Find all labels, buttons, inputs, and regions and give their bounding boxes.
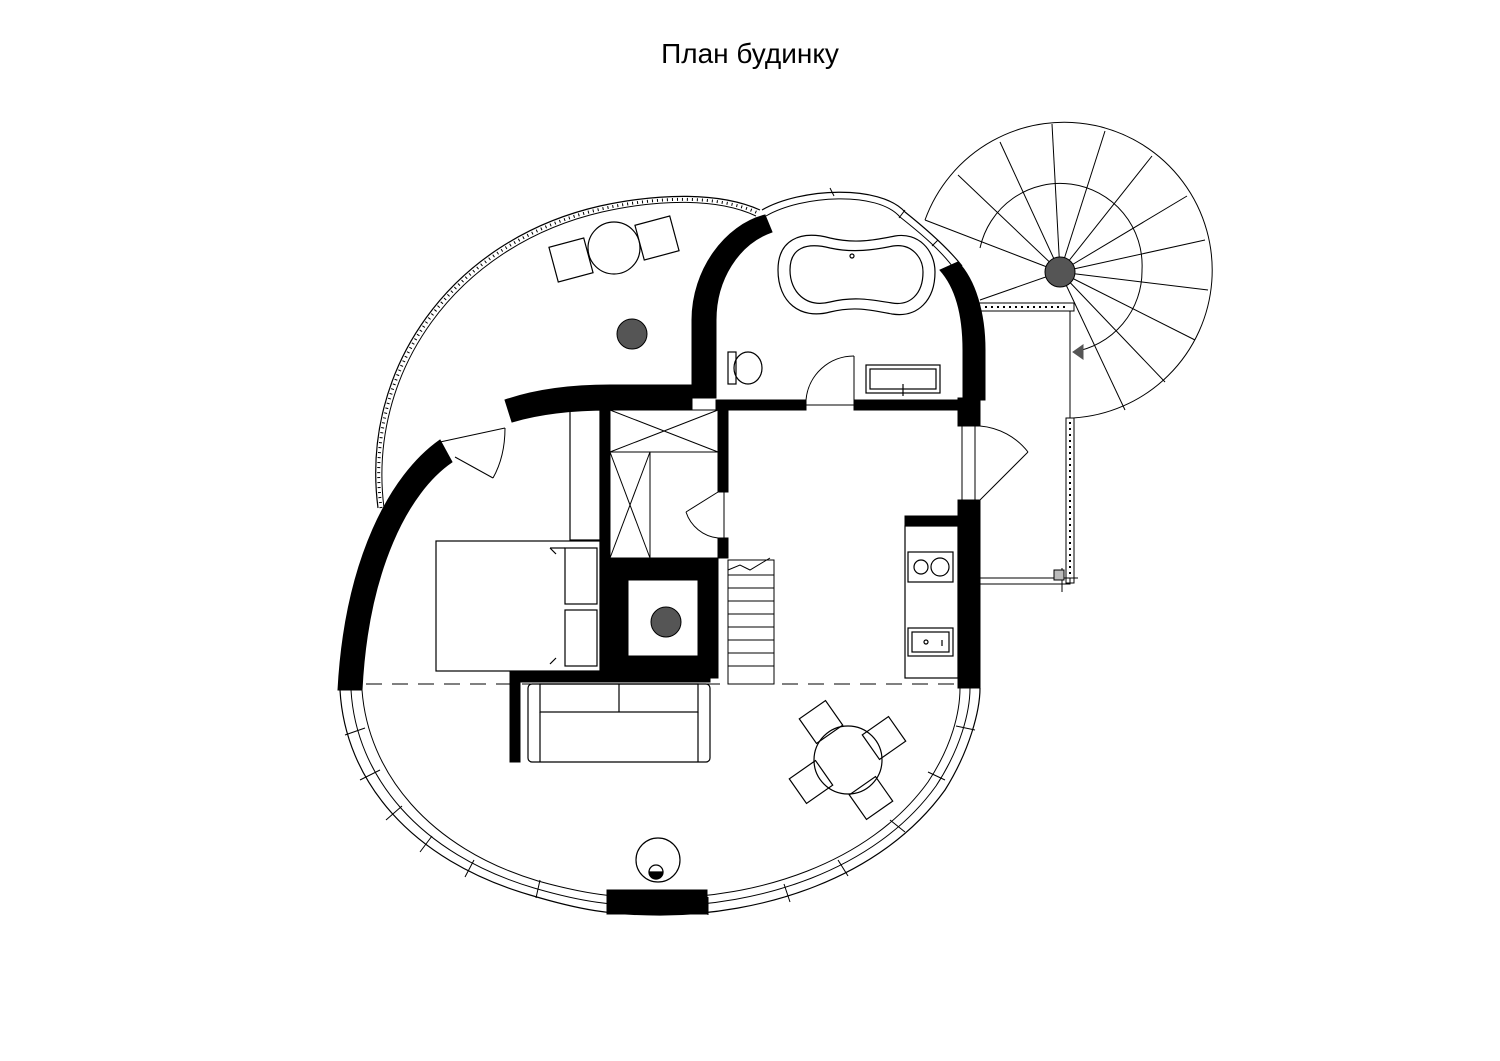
terrace-table bbox=[587, 221, 641, 275]
door-core bbox=[685, 491, 728, 539]
bathroom-floor-wall-right bbox=[853, 399, 965, 411]
glazing-inner bbox=[361, 687, 961, 899]
bed bbox=[435, 540, 601, 672]
bathtub-outer bbox=[777, 234, 936, 316]
spiral-stair-column bbox=[1044, 256, 1076, 288]
door-bathroom bbox=[805, 355, 855, 410]
dining-chair-3 bbox=[788, 759, 834, 805]
plan-title: План будинку bbox=[661, 38, 839, 69]
dining-chair-1 bbox=[798, 699, 844, 745]
terrace-rail-hatch bbox=[377, 197, 759, 509]
kitchen-wall-right bbox=[957, 499, 981, 689]
toilet bbox=[727, 351, 763, 385]
closet-lower bbox=[609, 451, 718, 559]
cooktop bbox=[907, 551, 954, 583]
partition-living-top bbox=[509, 671, 711, 683]
bedroom-wall-top bbox=[504, 384, 693, 423]
terrace-rail-inner bbox=[381, 201, 757, 509]
storage-and-stairs bbox=[609, 409, 775, 685]
bathtub-inner bbox=[789, 245, 924, 305]
terrace-chair-right bbox=[634, 215, 680, 261]
wardrobe bbox=[569, 409, 601, 541]
fireplace bbox=[635, 837, 681, 883]
living-furniture bbox=[527, 683, 907, 883]
bathroom-wall-right bbox=[939, 261, 986, 401]
sofa bbox=[527, 683, 711, 763]
bathtub-drain bbox=[849, 253, 855, 259]
balcony bbox=[977, 302, 1078, 592]
kitchen bbox=[904, 525, 959, 679]
bedroom-wall-left bbox=[337, 439, 453, 691]
chimney-column bbox=[650, 606, 682, 638]
living-room-glazing bbox=[339, 687, 981, 916]
core-wall-right bbox=[717, 405, 729, 493]
interior-stair bbox=[727, 557, 775, 685]
doors bbox=[439, 355, 1029, 539]
bed-pillows bbox=[549, 547, 598, 667]
terrace-furniture bbox=[548, 215, 680, 283]
spiral-inner bbox=[979, 182, 1143, 353]
glazing-mullions bbox=[344, 725, 976, 915]
interior-walls bbox=[509, 399, 965, 763]
partition-living bbox=[509, 671, 521, 763]
dining-chair-2 bbox=[861, 715, 907, 761]
door-balcony bbox=[961, 425, 1029, 501]
core-wall-right-lower bbox=[717, 537, 729, 559]
dining-table bbox=[813, 725, 883, 795]
terrace-rail-outer bbox=[375, 195, 761, 509]
bathroom-fixtures bbox=[727, 234, 941, 396]
door-terrace bbox=[439, 427, 506, 479]
kitchen-counter bbox=[904, 525, 959, 679]
kitchen-wall-top bbox=[904, 515, 964, 527]
dining-set bbox=[788, 699, 907, 821]
glazing-outer bbox=[339, 687, 981, 916]
terrace bbox=[375, 195, 761, 509]
bathroom-sink bbox=[865, 364, 941, 396]
south-wall-segment bbox=[606, 889, 708, 915]
bathroom-window bbox=[761, 187, 963, 271]
bedroom-furniture bbox=[435, 409, 601, 672]
exterior-walls bbox=[337, 214, 986, 915]
spiral-direction-arrow bbox=[1072, 344, 1084, 360]
kitchen-sink bbox=[907, 627, 954, 657]
closet-upper bbox=[609, 409, 719, 453]
dining-chair-4 bbox=[848, 775, 894, 821]
bathroom-wall-left bbox=[691, 214, 773, 399]
terrace-column bbox=[616, 318, 648, 350]
bathroom-floor-wall-left bbox=[715, 399, 807, 411]
terrace-chair-left bbox=[548, 237, 594, 283]
